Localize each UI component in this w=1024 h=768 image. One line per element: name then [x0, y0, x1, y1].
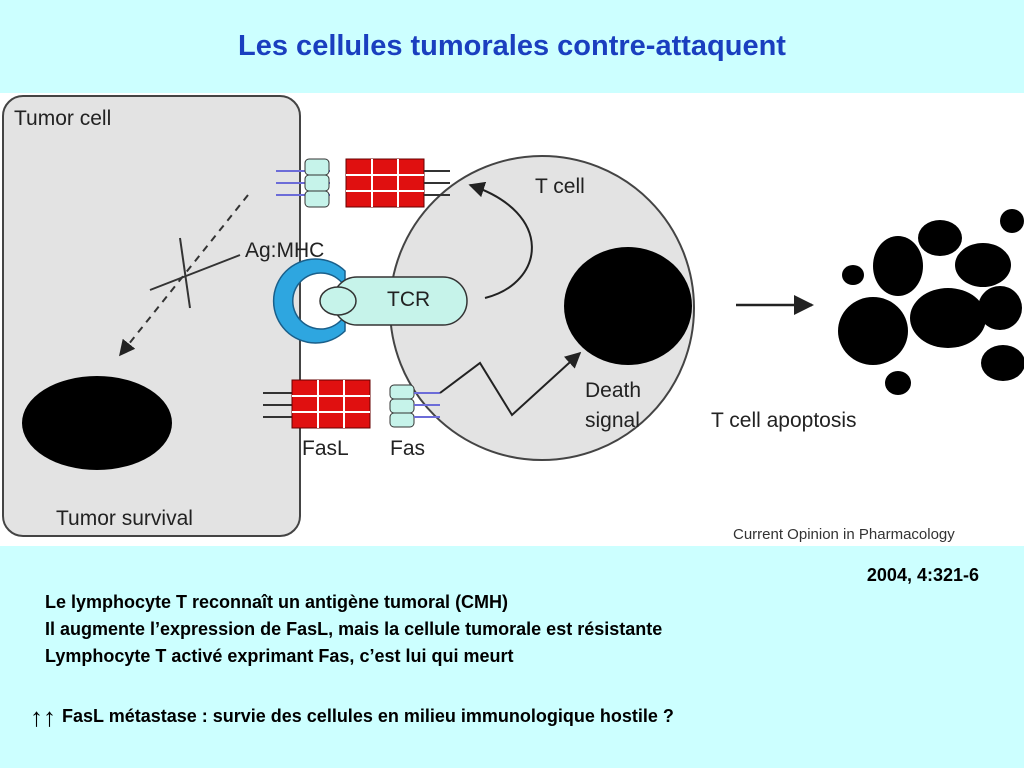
t-cell-label: T cell	[535, 175, 585, 198]
signal-label: signal	[585, 409, 640, 432]
up-arrows-icon: ↑↑	[30, 702, 56, 732]
explanation-line: Le lymphocyte T reconnaît un antigène tu…	[45, 592, 509, 612]
ag-mhc-label: Ag:MHC	[245, 239, 325, 262]
death-label: Death	[585, 379, 642, 402]
blocked-signal-arrow	[119, 194, 249, 357]
upper-mhc-receptor	[276, 158, 330, 208]
tcr-label: TCR	[387, 288, 431, 311]
explanation-lines: Le lymphocyte T reconnaît un antigène tu…	[45, 589, 662, 670]
bottom-question: ↑↑ FasL métastase : survie des cellules e…	[30, 702, 674, 732]
lower-fasl-block	[263, 379, 371, 429]
explanation-line: Lymphocyte T activé exprimant Fas, c’est…	[45, 646, 514, 666]
block-cross-1	[149, 254, 241, 291]
reference: 2004, 4:321-6	[866, 565, 979, 585]
tumor-nucleus	[22, 376, 172, 470]
bottom-question-text: FasL métastase : survie des cellules en …	[62, 706, 674, 726]
tumor-survival-label: Tumor survival	[56, 507, 193, 530]
fas-label: Fas	[390, 437, 426, 460]
t-cell-nucleus	[564, 247, 692, 365]
diagram-graphics	[2, 95, 1024, 537]
upregulation-arrow	[468, 181, 533, 299]
upper-fasl-block	[345, 158, 450, 208]
apoptotic-bodies	[838, 209, 1024, 395]
death-signal-arrow	[439, 351, 582, 417]
apoptosis-label: T cell apoptosis	[711, 409, 857, 432]
antigen-peptide	[319, 286, 357, 316]
mhc-molecule	[272, 258, 346, 344]
slide-title: Les cellules tumorales contre-attaquent	[238, 30, 786, 62]
fas-receptor	[389, 384, 440, 428]
diagram-figure: Tumor cell Tumor survival Ag:MHC TCR T c…	[0, 93, 1024, 546]
block-cross-2	[179, 237, 191, 309]
figure-credit: Current Opinion in Pharmacology	[733, 526, 955, 543]
fasl-label: FasL	[302, 437, 349, 460]
tumor-cell	[2, 95, 301, 537]
explanation-line: Il augmente l’expression de FasL, mais l…	[45, 619, 663, 639]
tumor-cell-label: Tumor cell	[14, 107, 112, 130]
